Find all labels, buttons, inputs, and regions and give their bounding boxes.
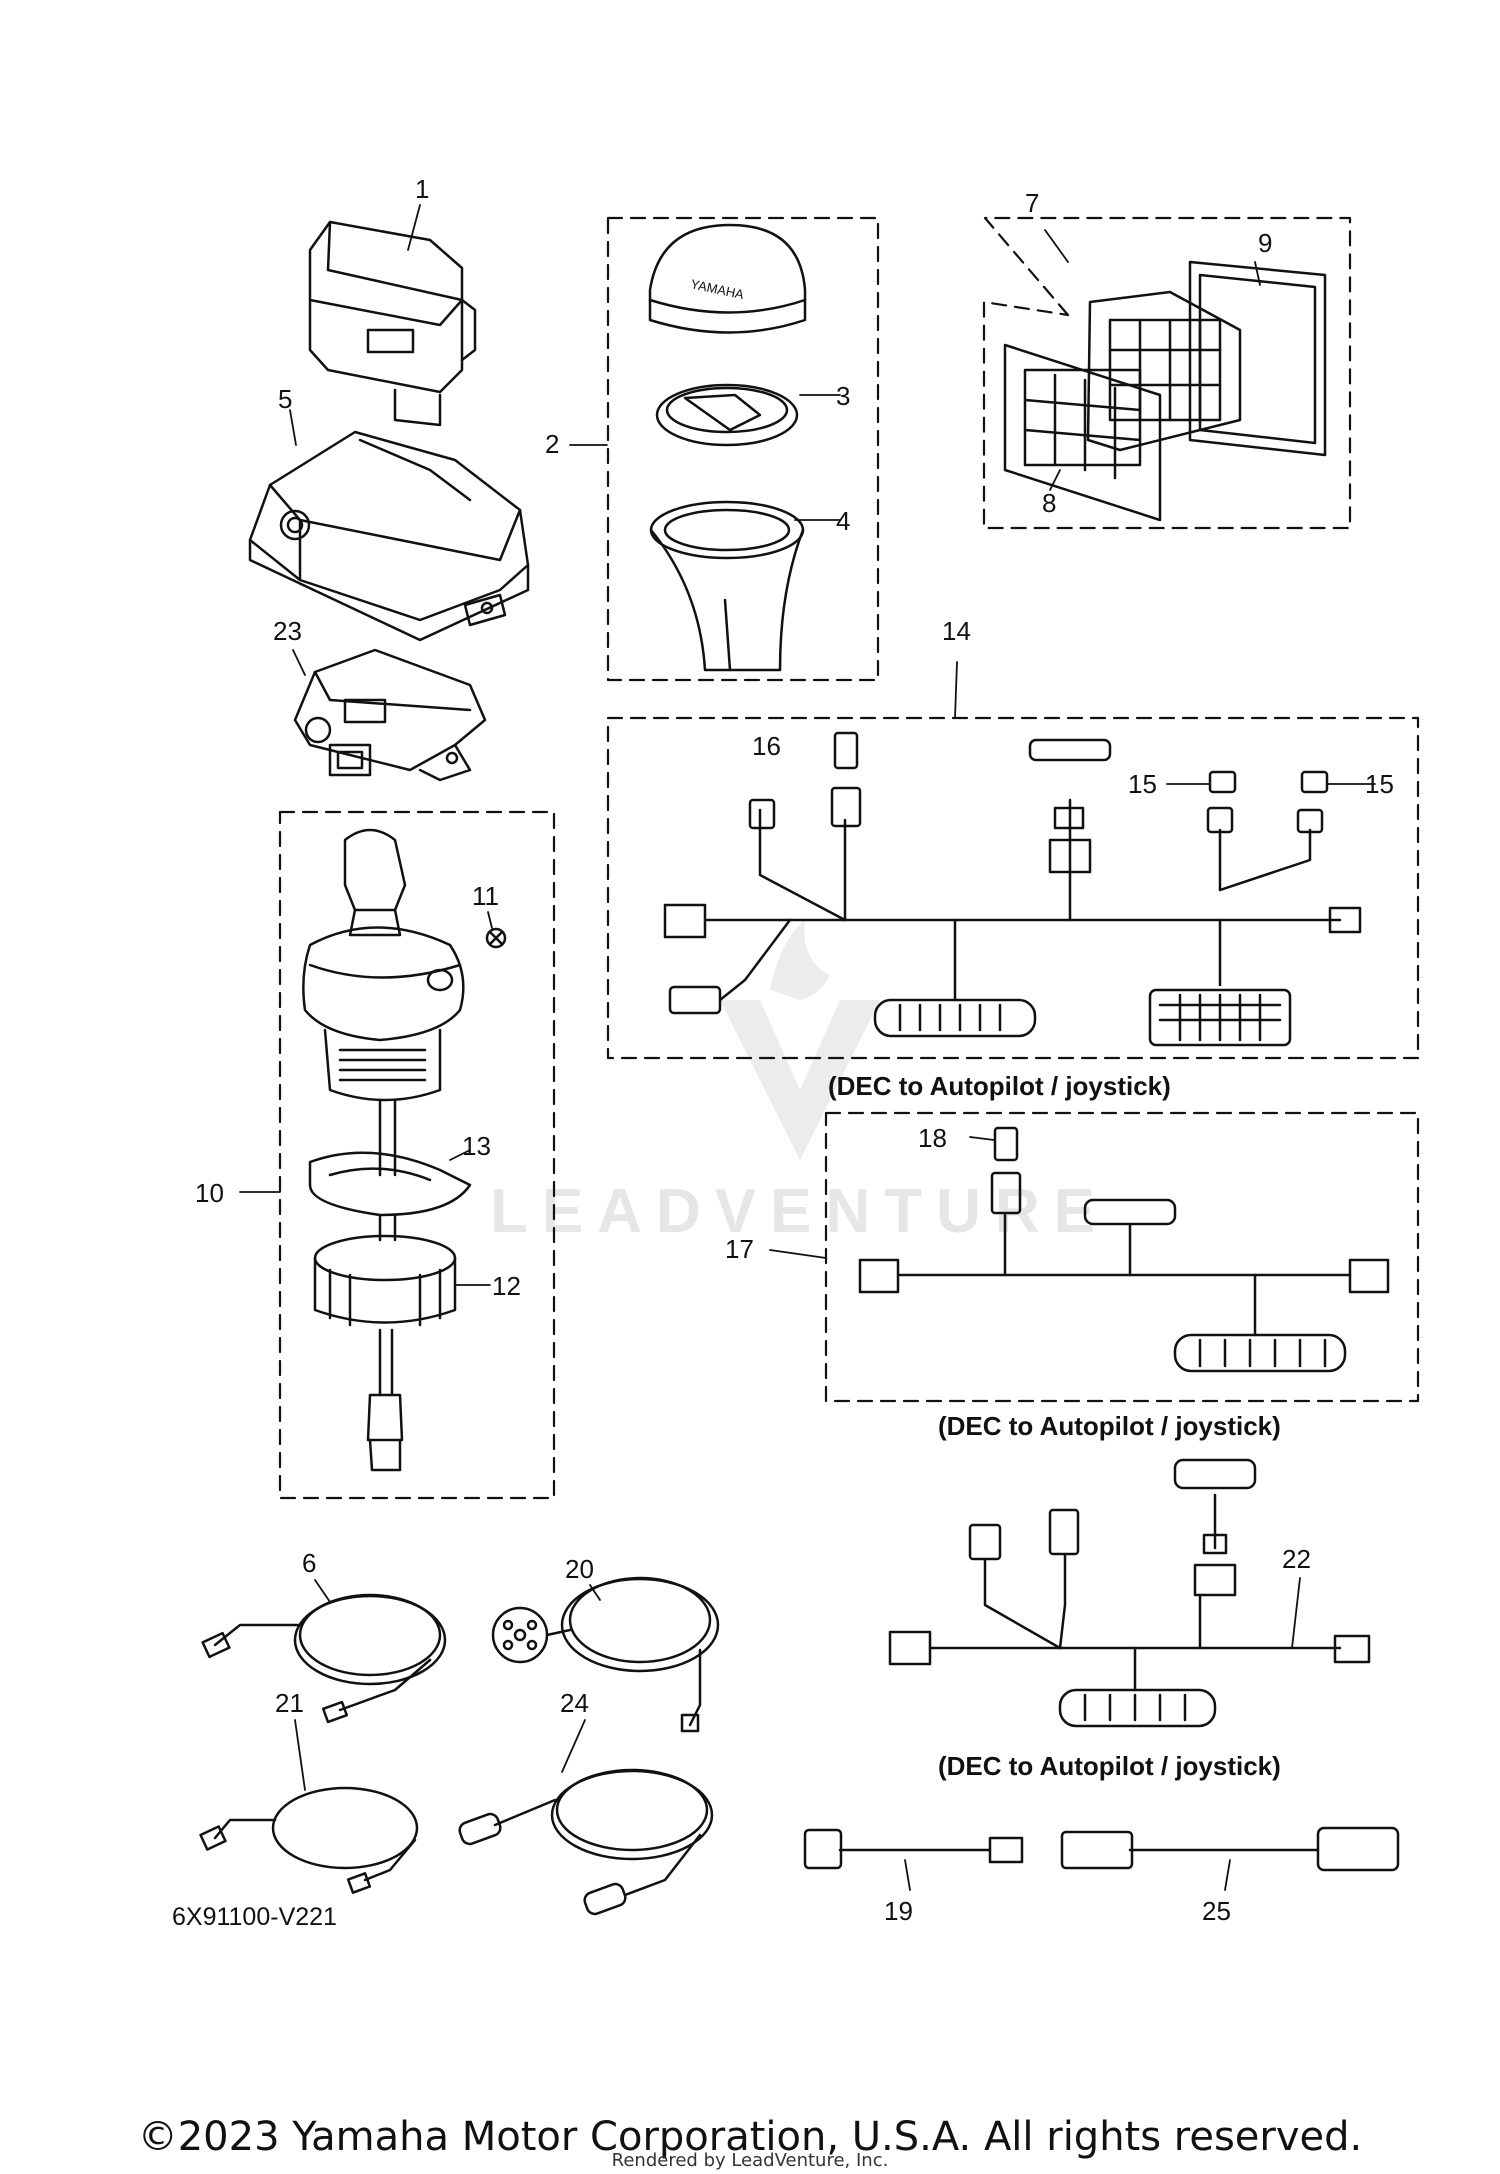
part-3-gasket [655, 383, 799, 447]
watermark: LEADVENTURE [490, 920, 1109, 1246]
harness-17-caption: (DEC to Autopilot / joystick) [938, 1411, 1281, 1441]
callout-21: 21 [275, 1688, 304, 1718]
callout-17: 17 [725, 1234, 754, 1264]
part-20-cable [491, 1576, 720, 1733]
callout-15b: 15 [1365, 769, 1394, 799]
callout-18: 18 [918, 1123, 947, 1153]
group-box-7 [982, 216, 1352, 530]
callout-9: 9 [1258, 228, 1272, 258]
part-24-cable [458, 1768, 714, 1916]
group-box-2 [606, 216, 880, 682]
watermark-flame [770, 920, 830, 1000]
callout-labels: 1 2 3 4 5 7 8 9 23 14 16 15 15 11 10 13 … [172, 174, 1394, 1931]
callout-22: 22 [1282, 1544, 1311, 1574]
callout-2: 2 [545, 429, 559, 459]
callout-24: 24 [560, 1688, 589, 1718]
part-19-cable [803, 1828, 1024, 1870]
part-13-seal [308, 1151, 472, 1217]
connector [663, 903, 707, 939]
part-4-mount [649, 500, 805, 672]
callout-1: 1 [415, 174, 429, 204]
callout-23: 23 [273, 616, 302, 646]
group-box-17 [824, 1111, 1420, 1403]
part-14-harness [663, 731, 1362, 1047]
callout-6: 6 [302, 1548, 316, 1578]
part-9-gasket [1188, 260, 1327, 457]
part-25-cable [1060, 1826, 1400, 1872]
callout-15a: 15 [1128, 769, 1157, 799]
part-1-control-unit [308, 220, 477, 427]
part-7-panel-assembly [1003, 260, 1327, 522]
part-6-cable [201, 1593, 447, 1724]
callout-19: 19 [884, 1896, 913, 1926]
callout-10: 10 [195, 1178, 224, 1208]
callout-3: 3 [836, 381, 850, 411]
callout-14: 14 [942, 616, 971, 646]
callout-5: 5 [278, 384, 292, 414]
group-boxes [278, 216, 1420, 1500]
watermark-logo [720, 1000, 880, 1160]
part-23-module [293, 648, 487, 782]
callout-20: 20 [565, 1554, 594, 1584]
callout-11: 11 [472, 881, 499, 911]
part-5-housing [248, 430, 530, 642]
callout-12: 12 [492, 1271, 521, 1301]
rendered-by-notice: Rendered by LeadVenture, Inc. [611, 2150, 889, 2171]
copyright-notice: ©2023 Yamaha Motor Corporation, U.S.A. A… [137, 2114, 1363, 2160]
leader-lines [239, 204, 1376, 1891]
svg-text:YAMAHA: YAMAHA [689, 276, 745, 302]
callout-7: 7 [1025, 188, 1039, 218]
part-21-cable [199, 1786, 419, 1894]
part-10-joystick [302, 828, 507, 1472]
callout-25: 25 [1202, 1896, 1231, 1926]
part-8-bracket [1003, 343, 1162, 522]
callout-8: 8 [1042, 488, 1056, 518]
part-17-harness [858, 1126, 1390, 1373]
part-11-screw [488, 930, 504, 946]
part-12-nut [313, 1234, 457, 1282]
group-box-14 [606, 716, 1420, 1060]
joystick-knob [343, 828, 407, 912]
part-2-antenna: YAMAHA [648, 223, 807, 672]
watermark-text: LEADVENTURE [490, 1177, 1109, 1246]
diagram-code: 6X91100-V221 [172, 1903, 337, 1931]
callout-16: 16 [752, 731, 781, 761]
harness-14-caption: (DEC to Autopilot / joystick) [828, 1071, 1171, 1101]
harness-22-caption: (DEC to Autopilot / joystick) [938, 1751, 1281, 1781]
group-box-10 [278, 810, 556, 1500]
connector [1328, 906, 1362, 934]
callout-13: 13 [462, 1131, 491, 1161]
callout-4: 4 [836, 506, 850, 536]
part-22-harness [888, 1458, 1371, 1728]
